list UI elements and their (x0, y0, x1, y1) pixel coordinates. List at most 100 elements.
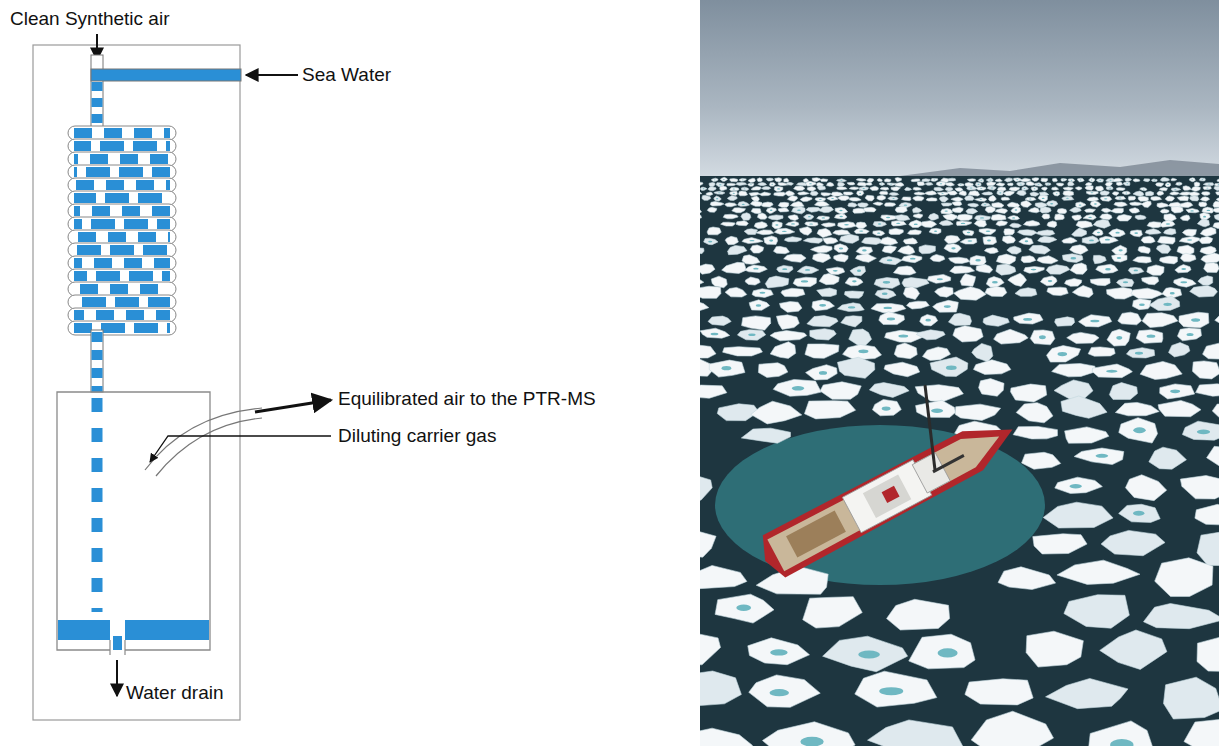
ice-floe (877, 179, 882, 182)
ice-floe (1158, 237, 1176, 245)
ice-floe (979, 379, 1004, 397)
melt-pond (878, 223, 881, 225)
ice-floe (1199, 202, 1207, 207)
ice-floe (986, 178, 993, 182)
ice-floe (895, 206, 907, 212)
ice-floe (947, 191, 957, 195)
coil-water (74, 310, 170, 320)
ice-floe (700, 209, 702, 214)
ice-floe (1062, 237, 1077, 243)
ice-floe (1133, 256, 1152, 263)
ice-floe (963, 230, 974, 236)
ice-floe (1107, 288, 1135, 300)
melt-pond (748, 334, 755, 336)
ice-floe (1101, 530, 1165, 555)
ice-floe (1157, 191, 1164, 195)
water-pool (58, 620, 110, 640)
frame (33, 45, 240, 720)
coil-water (74, 141, 170, 151)
melt-pond (733, 193, 735, 194)
ice-floe (935, 287, 954, 297)
melt-pond (991, 187, 994, 189)
ice-floe (837, 196, 849, 201)
melt-pond (1048, 280, 1053, 282)
melt-pond (703, 188, 705, 190)
ice-floe (867, 178, 874, 182)
ice-floe (996, 183, 1004, 186)
melt-pond (711, 333, 719, 336)
ice-floe (1072, 228, 1087, 236)
melt-pond (1071, 179, 1073, 181)
melt-pond (736, 604, 751, 610)
ice-floe (787, 182, 794, 185)
drain-water (113, 636, 122, 650)
ice-floe (1123, 182, 1130, 186)
ice-floe (749, 192, 760, 196)
melt-pond (742, 204, 745, 205)
melt-pond (904, 204, 908, 205)
ice-floe (1088, 721, 1155, 746)
ice-floe (1010, 223, 1022, 227)
inlet-label: Clean Synthetic air (10, 8, 169, 30)
mast (925, 385, 935, 470)
ice-floe (1171, 188, 1181, 191)
ice-floe (1160, 384, 1195, 399)
ice-floe (1092, 364, 1132, 378)
ice-floe (745, 277, 760, 285)
ice-floe (855, 671, 937, 707)
melt-pond (892, 198, 895, 200)
ice-floe (1179, 312, 1209, 328)
ice-floe (799, 227, 811, 236)
ice-floe (1171, 178, 1177, 181)
ice-floe (965, 679, 1033, 705)
ice-floe (917, 182, 925, 186)
ice-floe (844, 291, 863, 298)
melt-pond (890, 183, 892, 185)
ice-floe (873, 221, 886, 226)
ice-floe (804, 401, 855, 419)
ice-floe (877, 195, 886, 200)
melt-pond (800, 737, 823, 746)
ice-floe (1128, 267, 1144, 274)
melt-pond (984, 204, 987, 206)
ice-floe (845, 278, 863, 286)
ice-floe (779, 302, 801, 313)
ice-floe (803, 214, 813, 220)
ice-floe (891, 187, 900, 191)
melt-pond (1125, 192, 1127, 194)
ice-floe (913, 196, 924, 201)
ice-floe (934, 187, 944, 191)
ice-floe (738, 191, 747, 196)
melt-pond (1178, 183, 1180, 185)
ice-floe (1199, 237, 1213, 244)
ice-floe (1057, 560, 1140, 584)
ice-floe (1115, 402, 1159, 415)
ice-floe (700, 191, 702, 194)
ice-floe (803, 597, 863, 628)
ice-floe (916, 330, 945, 340)
melt-pond (1133, 427, 1145, 433)
ice-floe (757, 178, 762, 182)
ice-floe (1021, 201, 1032, 208)
ice-floe (833, 230, 851, 235)
ice-floe (887, 183, 896, 185)
ice-floe (1118, 312, 1142, 325)
ice-floe (1128, 196, 1135, 200)
ice-floe (807, 186, 816, 190)
coil-water (74, 128, 170, 138)
ice-floe (1087, 197, 1099, 201)
melt-pond (1088, 217, 1092, 218)
ice-floe (1179, 236, 1200, 243)
melt-pond (1097, 232, 1100, 233)
ice-floe (749, 300, 769, 310)
melt-pond (858, 650, 880, 658)
ice-floe (1067, 332, 1099, 343)
ice-floe (781, 288, 805, 296)
melt-pond (987, 239, 991, 241)
melt-pond (882, 406, 891, 410)
ice-floe (1213, 222, 1219, 228)
ice-floe (1202, 192, 1210, 196)
melt-pond (1119, 249, 1123, 251)
ice-floe (1180, 476, 1219, 499)
melt-pond (883, 307, 892, 309)
